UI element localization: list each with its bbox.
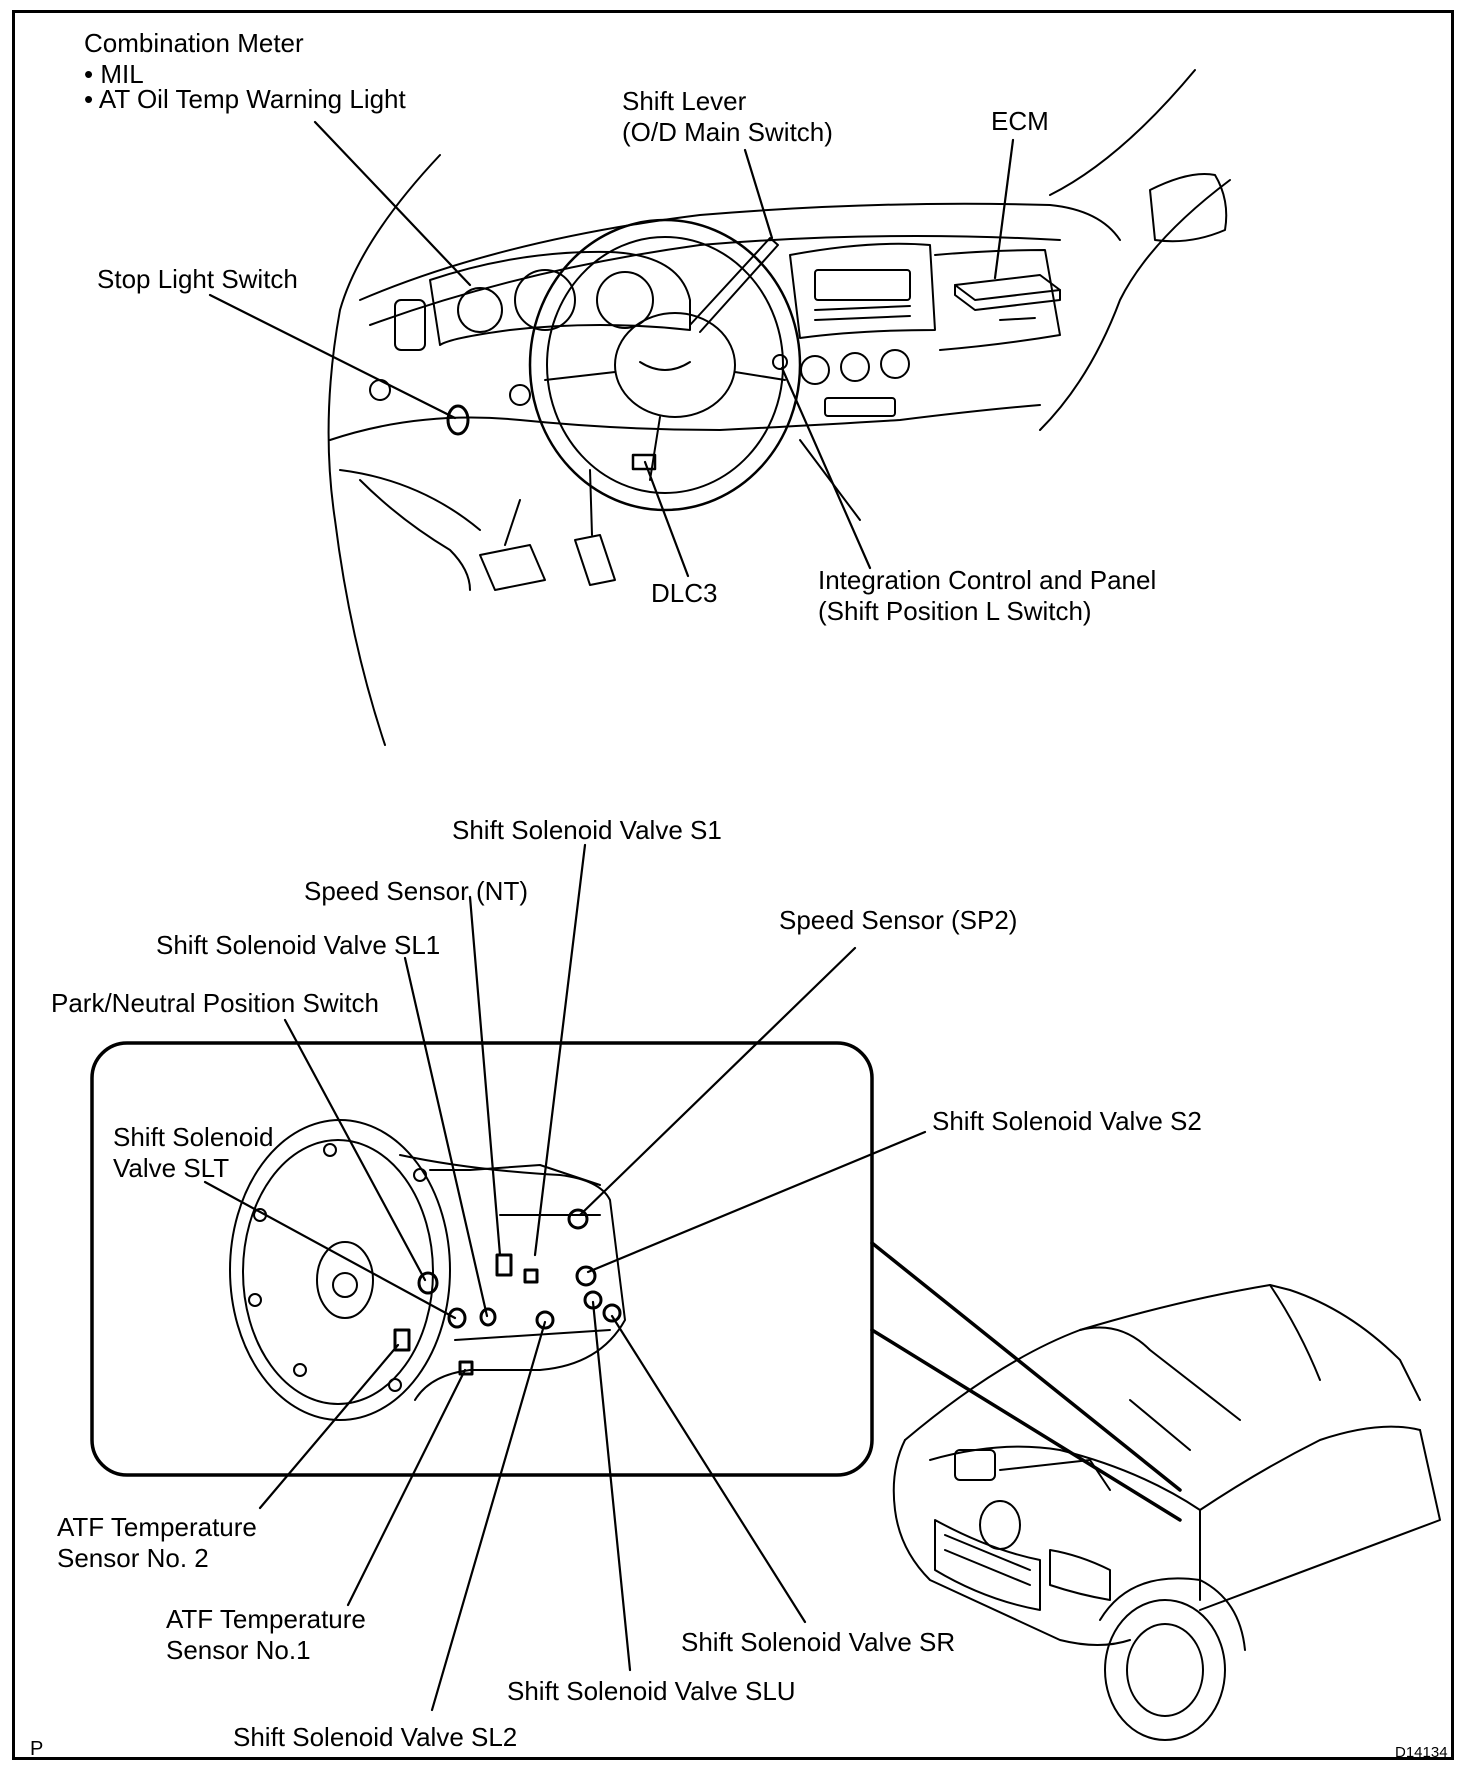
dashboard-illustration (327, 69, 1231, 746)
stop-light-switch-label: Stop Light Switch (97, 264, 298, 294)
ecm-label: ECM (991, 106, 1049, 136)
atf-temp-sensor-2-label: ATF Temperature Sensor No. 2 (57, 1512, 257, 1573)
shift-solenoid-s1-label: Shift Solenoid Valve S1 (452, 815, 722, 845)
combination-meter-item-mil: • MIL (84, 59, 144, 89)
combination-meter-item-oil-temp: • AT Oil Temp Warning Light (84, 84, 406, 114)
combination-meter-title: Combination Meter (84, 28, 304, 58)
transmission-illustration (229, 1119, 626, 1421)
shift-solenoid-s2-label: Shift Solenoid Valve S2 (932, 1106, 1202, 1136)
speed-sensor-sp2-label: Speed Sensor (SP2) (779, 905, 1018, 935)
shift-lever-label: Shift Lever (O/D Main Switch) (622, 86, 833, 147)
shift-solenoid-sr-label: Shift Solenoid Valve SR (681, 1627, 956, 1657)
park-neutral-switch-label: Park/Neutral Position Switch (51, 988, 380, 1018)
leader-lines (203, 120, 1015, 1712)
shift-solenoid-slt-label: Shift Solenoid Valve SLT (113, 1122, 274, 1183)
shift-solenoid-sl1-label: Shift Solenoid Valve SL1 (156, 930, 441, 960)
truck-illustration (892, 1284, 1441, 1741)
integration-control-label: Integration Control and Panel (Shift Pos… (818, 565, 1157, 626)
shift-solenoid-sl2-label: Shift Solenoid Valve SL2 (233, 1722, 518, 1752)
dlc3-label: DLC3 (651, 578, 718, 608)
shift-solenoid-slu-label: Shift Solenoid Valve SLU (507, 1676, 796, 1706)
speed-sensor-nt-label: Speed Sensor (NT) (304, 876, 528, 906)
detail-callout-box (90, 1041, 874, 1477)
figure-frame (12, 10, 1454, 1760)
combination-meter-label: Combination Meter • MIL • AT Oil Temp Wa… (84, 28, 406, 115)
atf-temp-sensor-1-label: ATF Temperature Sensor No.1 (166, 1604, 366, 1665)
figure-id: D14134 (1395, 1744, 1448, 1761)
corner-mark: P (30, 1738, 44, 1760)
